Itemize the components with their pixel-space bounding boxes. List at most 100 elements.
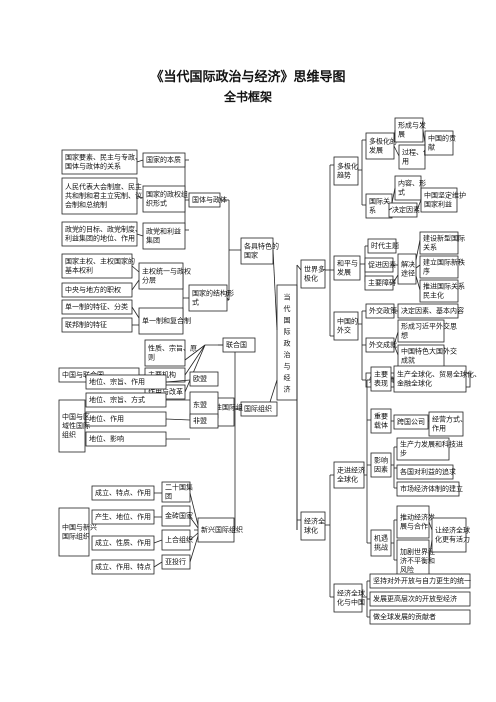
node-cg1: 坚持对外开放与自力更生的统一: [369, 573, 471, 589]
node-label-unitary: 主权统一与政权分层: [142, 267, 191, 285]
node-nAll: 中国与新兴国际组织: [58, 507, 97, 557]
connector: [428, 521, 433, 531]
node-pd3: 推进国际关系民主化: [419, 279, 465, 303]
node-carrier: 重要载体: [370, 408, 392, 434]
node-process: 过程、作用: [398, 144, 430, 170]
node-label-impact2: 各国对利益的追求: [400, 467, 456, 476]
node-stateNature: 国家的本质: [142, 152, 186, 168]
node-label-intlRel: 国际关系: [369, 197, 390, 215]
node-label-su4: 联邦制的特征: [65, 320, 107, 329]
node-partyGroup: 政党和利益集团: [142, 222, 186, 250]
connector: [415, 239, 421, 261]
node-label-opp1: 推动经济发展与合作: [400, 513, 435, 531]
node-label-chinaContrib: 中国的贡献: [428, 134, 456, 152]
node-sco: 上合组织: [161, 529, 193, 551]
node-unDetail1: 性质、宗旨、原则: [144, 339, 197, 367]
node-label-rAll: 中国与区域性国际组织: [62, 412, 90, 439]
node-label-aiib: 亚投行: [165, 557, 186, 566]
connector: [189, 516, 199, 529]
node-label-newOrg: 新兴国际组织: [201, 525, 243, 534]
connector: [136, 159, 144, 163]
node-label-unWithChina: 中国与联合国: [62, 370, 104, 379]
node-label-r3: 地位、作用: [89, 414, 124, 423]
node-label-n3: 成立、性质、作用: [95, 538, 151, 547]
connector: [391, 187, 396, 204]
node-label-worldMulti: 世界多极化: [304, 265, 325, 283]
node-pd1: 建设新型国际关系: [419, 231, 465, 255]
node-label-n1: 成立、特点、作用: [95, 488, 151, 497]
node-n3: 成立、性质、作用: [91, 535, 155, 551]
node-su3: 单一制的特征、分类: [61, 299, 133, 315]
node-label-s2: 人民代表大会制度、民主共和制和君主立宪制、议会制和总统制: [65, 182, 142, 209]
node-diploRoute: 中国特色大国外交成就: [397, 344, 457, 368]
node-label-solvePath: 解决途径: [401, 260, 415, 278]
connector: [269, 379, 278, 403]
node-root: 当代国际政治与经济: [276, 284, 298, 401]
node-multiDev: 多极化的发展: [365, 132, 397, 160]
node-label-r1: 地位、宗旨、作用: [89, 377, 145, 386]
node-label-theme: 时代主题: [371, 241, 399, 250]
node-oppChina: 让经济全球化更有活力: [431, 517, 470, 553]
connector: [416, 199, 422, 211]
node-su4: 联邦制的特征: [61, 317, 133, 333]
node-mnDetail: 经营方式、作用: [428, 411, 467, 437]
node-label-eu: 欧盟: [193, 374, 207, 383]
node-chinaContrib: 中国的贡献: [424, 130, 456, 156]
node-label-impact3: 市场经济体制的建立: [400, 484, 463, 493]
node-apec: 非盟: [189, 413, 219, 429]
node-multinational: 跨国公司: [393, 414, 429, 430]
node-label-cg3: 做全球发展的贡献者: [373, 612, 436, 621]
node-intlOrg: 国际组织: [240, 401, 278, 417]
node-stateRegime: 国家的政权组织形式: [142, 185, 188, 213]
connector: [393, 129, 396, 141]
node-diploPolicy: 外交政策: [365, 303, 397, 319]
node-uniform: 单一制和复合制: [138, 307, 191, 335]
node-label-issues: 促进因素: [368, 260, 396, 269]
node-rAll: 中国与区域性国际组织: [58, 399, 90, 453]
page-title: 《当代国际政治与经济》思维导图: [150, 70, 346, 85]
node-label-mainObstacle: 主要障碍: [368, 278, 396, 287]
node-label-diploRoute: 中国特色大国外交成就: [401, 347, 457, 365]
node-stateContemp: 各具特色的国家: [240, 237, 279, 265]
node-label-uniform: 单一制和复合制: [142, 316, 191, 325]
node-intlRel: 国际关系: [365, 193, 393, 219]
node-label-apec: 非盟: [193, 416, 207, 425]
node-label-mainFeature: 主要表现: [374, 370, 388, 388]
node-label-content: 内容、形式: [398, 179, 426, 197]
node-label-chinaGlobal: 经济全球化与中国: [337, 589, 365, 607]
node-content: 内容、形式: [394, 175, 426, 201]
node-mainFeature: 主要表现: [370, 366, 392, 392]
node-label-pd3: 推进国际关系民主化: [423, 282, 465, 300]
node-decide: 决定因素: [388, 202, 420, 218]
node-n2: 产生、地位、作用: [91, 509, 155, 525]
connector: [393, 331, 399, 346]
node-aiib: 亚投行: [161, 554, 191, 570]
node-label-intlOrg: 国际组织: [244, 404, 272, 413]
connector: [428, 539, 433, 561]
node-eu: 欧盟: [189, 371, 219, 387]
connector: [153, 561, 163, 568]
node-su1: 国家主权、主权国家的基本权利: [61, 253, 135, 279]
node-n4: 成立、作用、特点: [91, 559, 155, 575]
connector: [189, 535, 199, 563]
node-label-nAll: 中国与新兴国际组织: [62, 523, 97, 541]
node-theme: 时代主题: [367, 238, 399, 254]
node-label-mnDetail: 经营方式、作用: [432, 415, 467, 433]
node-label-partyGroup: 政党和利益集团: [146, 227, 181, 245]
node-r4: 地位、影响: [85, 431, 167, 447]
node-cg3: 做全球发展的贡献者: [369, 609, 471, 625]
node-label-econGlobal: 经济全球化: [304, 517, 325, 535]
connector: [184, 344, 206, 376]
node-label-cg1: 坚持对外开放与自力更生的统一: [373, 576, 471, 585]
connector: [422, 129, 426, 144]
node-s1: 国家要素、民主与专政、国体与政体的关系: [61, 149, 142, 175]
connector: [226, 297, 230, 301]
connector: [296, 264, 302, 271]
node-r1: 地位、宗旨、作用: [85, 374, 167, 390]
node-label-su2: 中央与地方的职权: [65, 285, 121, 294]
node-label-diploPolicy: 外交政策: [369, 306, 397, 315]
node-label-oppChina: 让经济全球化更有活力: [435, 526, 470, 544]
connector: [189, 492, 199, 526]
node-newOrg: 新兴国际组织: [197, 517, 243, 543]
